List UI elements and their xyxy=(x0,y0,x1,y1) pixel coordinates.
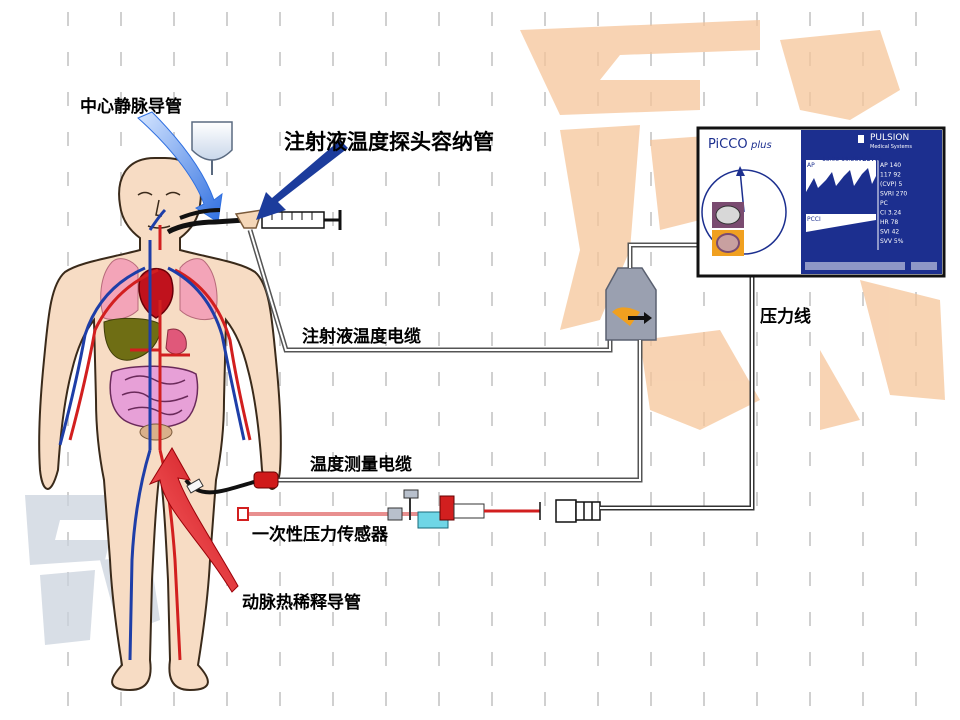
monitor-timestamp: 13.03 16:28 xyxy=(822,156,859,163)
pressure-line-connector xyxy=(539,499,601,523)
label-temp-measure-cable: 温度测量电缆 xyxy=(310,455,412,475)
pressure-transducer xyxy=(387,489,540,529)
intestines xyxy=(109,365,199,429)
label-injectate-probe-housing: 注射液温度探头容纳管 xyxy=(284,130,494,154)
heart xyxy=(138,268,174,319)
monitor-param: SVV 5% xyxy=(880,238,904,245)
injectate-housing xyxy=(234,209,264,229)
watermark-logo xyxy=(520,20,945,430)
arterial-waveform xyxy=(806,168,876,210)
pcci-trend xyxy=(806,220,876,246)
monitor-brand: PiCCO xyxy=(708,137,748,152)
bladder xyxy=(139,423,173,441)
monitor-wave-label-ap: AP xyxy=(807,162,815,169)
monitor-pressure-port xyxy=(715,205,741,225)
injectate-interface-box xyxy=(605,267,657,341)
arteries xyxy=(68,225,252,661)
arterial-arrow xyxy=(148,447,239,593)
monitor-temp-port xyxy=(716,233,740,253)
monitor-param: CI 3.24 xyxy=(880,210,901,217)
monitor-param: (CVP) 5 xyxy=(880,181,903,188)
monitor-temp: TB37.6 xyxy=(858,156,881,163)
monitor-maker: PULSION xyxy=(870,133,909,143)
monitor-param: 117 92 xyxy=(880,172,901,179)
monitor-wave-label-pcci: PCCI xyxy=(807,216,821,223)
monitor-param: PC xyxy=(880,200,888,207)
probe-housing-arrow xyxy=(256,140,348,220)
syringe xyxy=(261,210,342,230)
human-body xyxy=(38,157,282,692)
label-injectate-temp-cable: 注射液温度电缆 xyxy=(302,327,421,347)
label-pressure-transducer: 一次性压力传感器 xyxy=(252,525,388,545)
monitor-maker-sub: Medical Systems xyxy=(870,144,912,150)
label-central-venous-catheter: 中心静脉导管 xyxy=(80,97,182,117)
cvc-line xyxy=(166,217,246,235)
label-pressure-line: 压力线 xyxy=(760,307,811,327)
label-arterial-catheter: 动脉热稀释导管 xyxy=(242,593,361,613)
monitor-brand-suffix: plus xyxy=(750,140,772,151)
temp-connector xyxy=(253,471,279,489)
monitor-param: SVI 42 xyxy=(880,229,899,236)
stomach xyxy=(165,328,187,355)
iv-bag xyxy=(191,121,233,175)
monitor-param: HR 78 xyxy=(880,219,898,226)
monitor-param: AP 140 xyxy=(880,162,901,169)
picco-monitor xyxy=(696,126,946,278)
monitor-param: SVRI 270 xyxy=(880,191,907,198)
veins xyxy=(58,208,246,661)
